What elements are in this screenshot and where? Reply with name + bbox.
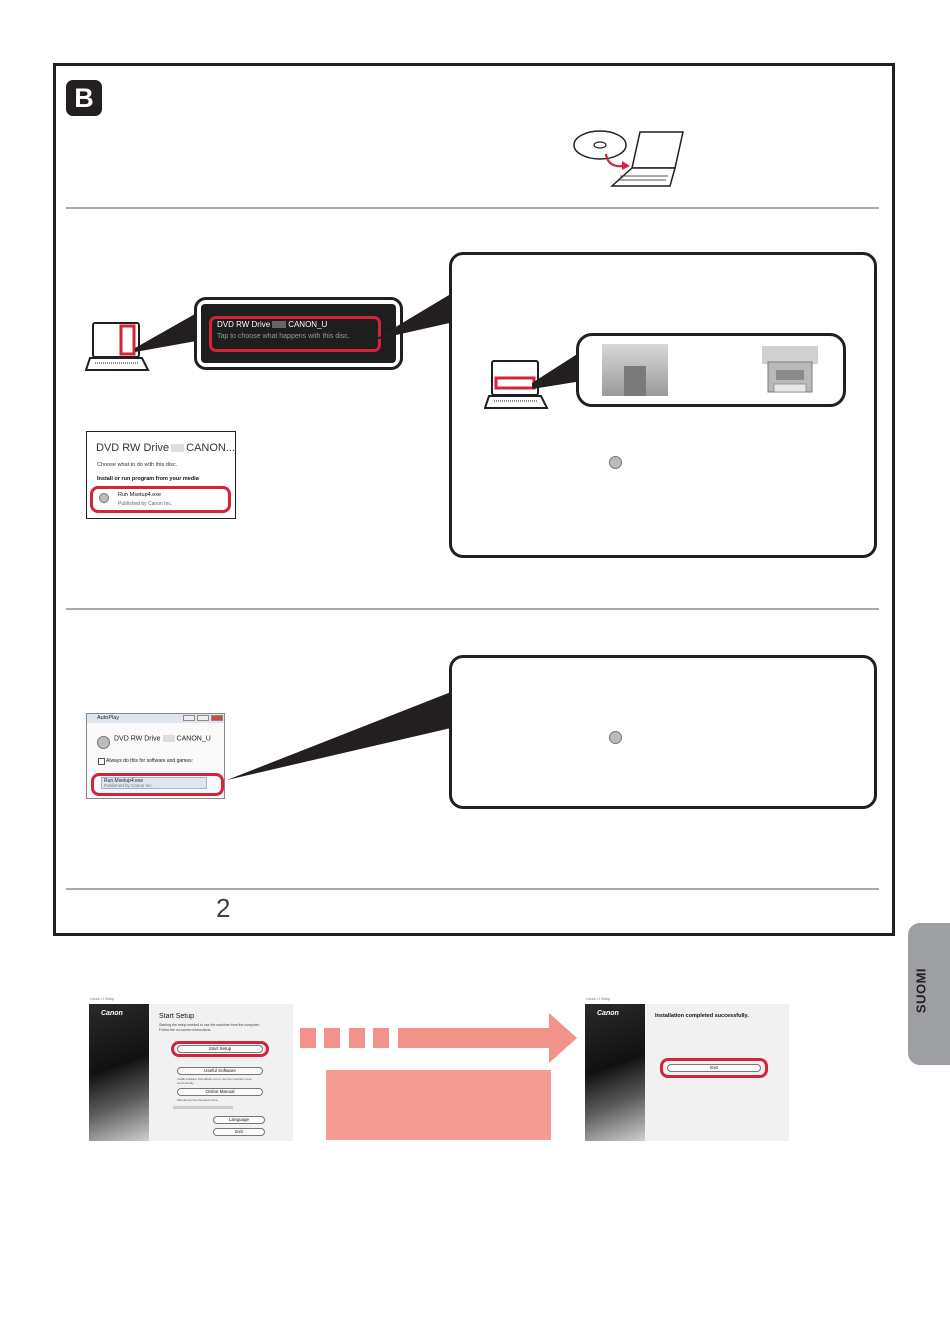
laptop-icon bbox=[610, 131, 684, 187]
autoplay-title: AutoPlay bbox=[97, 715, 120, 721]
notification-volume[interactable]: CANON_U bbox=[288, 320, 328, 329]
arrow-shaft bbox=[398, 1028, 551, 1048]
zoom-wedge-2 bbox=[532, 351, 582, 389]
online-manual-note: Manual can be checked online. bbox=[177, 1098, 219, 1102]
start-description-2: Follow the on-screen instructions. bbox=[159, 1028, 212, 1032]
minimize-button[interactable] bbox=[183, 715, 195, 721]
section-frame bbox=[53, 63, 895, 936]
disc-dialog: DVD RW Drive CANON... Choose what to do w… bbox=[86, 431, 236, 519]
exit-button[interactable]: Exit bbox=[213, 1128, 265, 1136]
laptop-notification-icon bbox=[85, 322, 150, 371]
autoplay-run-highlight bbox=[91, 773, 224, 796]
disc-laptop-illustration bbox=[573, 130, 684, 187]
canon-logo: Canon bbox=[101, 1010, 123, 1017]
complete-exit-button[interactable]: Exit bbox=[667, 1064, 761, 1072]
start-button-highlight bbox=[171, 1041, 269, 1057]
dialog-install-heading: Install or run program from your media bbox=[97, 476, 199, 482]
start-screen-caption: Canon IJ Setup bbox=[90, 997, 115, 1001]
autoplay-publisher: Published by Canon Inc. bbox=[104, 783, 153, 788]
callout-box-2 bbox=[449, 655, 877, 809]
language-tab bbox=[908, 923, 950, 1065]
setup-disc-icon-small bbox=[609, 456, 622, 469]
dialog-choose-text: Choose what to do with this disc. bbox=[97, 462, 178, 468]
arrow-dash bbox=[324, 1028, 340, 1048]
autoplay-drive: DVD RW Drive bbox=[114, 735, 161, 743]
start-description-1: Starting the setup needed to use the mac… bbox=[159, 1023, 260, 1027]
start-setup-screen: Canon Start Setup Starting the setup nee… bbox=[89, 1004, 293, 1141]
close-button[interactable] bbox=[211, 715, 223, 721]
folder-icon bbox=[602, 344, 668, 396]
autoplay-dialog: AutoPlay DVD RW Drive CANON_U Always do t… bbox=[86, 713, 225, 799]
divider bbox=[66, 888, 879, 890]
dialog-volume: CANON... bbox=[186, 442, 236, 454]
arrow-head-icon bbox=[549, 1013, 577, 1063]
divider bbox=[66, 207, 879, 209]
dialog-drive: DVD RW Drive bbox=[96, 442, 170, 454]
notification-drive: DVD RW Drive bbox=[217, 320, 271, 329]
divider bbox=[66, 608, 879, 610]
dialog-run-highlight bbox=[90, 486, 231, 513]
step-number: 2 bbox=[216, 893, 231, 923]
notification-toast: DVD RW Drive CANON_U Tap to choose what h… bbox=[194, 297, 403, 370]
dialog-publisher: Published by Canon Inc. bbox=[118, 501, 173, 507]
start-heading: Start Setup bbox=[159, 1013, 195, 1020]
dialog-run-option[interactable]: Run Msetup4.exe bbox=[118, 492, 162, 498]
language-tab-label: SUOMI bbox=[913, 967, 929, 1014]
autoplay-volume: CANON_U bbox=[176, 735, 211, 743]
printer-icon bbox=[762, 346, 818, 393]
always-checkbox[interactable] bbox=[98, 758, 105, 765]
autoplay-run-label: Run Msetup4.exe bbox=[104, 778, 144, 784]
always-label: Always do this for software and games: bbox=[106, 758, 193, 764]
notification-tap-text[interactable]: Tap to choose what happens with this dis… bbox=[217, 333, 350, 340]
arrow-dash bbox=[300, 1028, 316, 1048]
notification-highlight bbox=[209, 316, 381, 352]
laptop-desktop-icon bbox=[484, 360, 549, 409]
maximize-button[interactable] bbox=[197, 715, 209, 721]
useful-software-button[interactable]: Useful Software bbox=[177, 1067, 263, 1075]
complete-message: Installation completed successfully. bbox=[655, 1013, 749, 1019]
callout-wedge-2 bbox=[227, 692, 451, 780]
language-button[interactable]: Language bbox=[213, 1116, 265, 1124]
setup-disc-icon bbox=[99, 493, 109, 503]
online-manual-button[interactable]: Online Manual bbox=[177, 1088, 263, 1096]
useful-software-note: Install software that allows you to use … bbox=[177, 1077, 252, 1085]
zoom-wedge bbox=[135, 310, 202, 352]
drive-disc-icon bbox=[97, 736, 110, 749]
arrow-dash bbox=[373, 1028, 389, 1048]
exit-button-highlight bbox=[660, 1058, 768, 1078]
callout-wedge bbox=[374, 292, 454, 340]
canon-logo: Canon bbox=[597, 1010, 619, 1017]
arrow-dash bbox=[349, 1028, 365, 1048]
setup-disc-icon-small bbox=[609, 731, 622, 744]
section-badge: B bbox=[66, 80, 102, 116]
autoplay-run-option[interactable]: Run Msetup4.exe Published by Canon Inc. bbox=[101, 777, 207, 789]
note-box bbox=[326, 1070, 551, 1140]
start-setup-button[interactable]: Start Setup bbox=[177, 1045, 263, 1053]
complete-screen-caption: Canon IJ Setup bbox=[586, 997, 611, 1001]
install-complete-screen: Canon Installation completed successfull… bbox=[585, 1004, 789, 1141]
